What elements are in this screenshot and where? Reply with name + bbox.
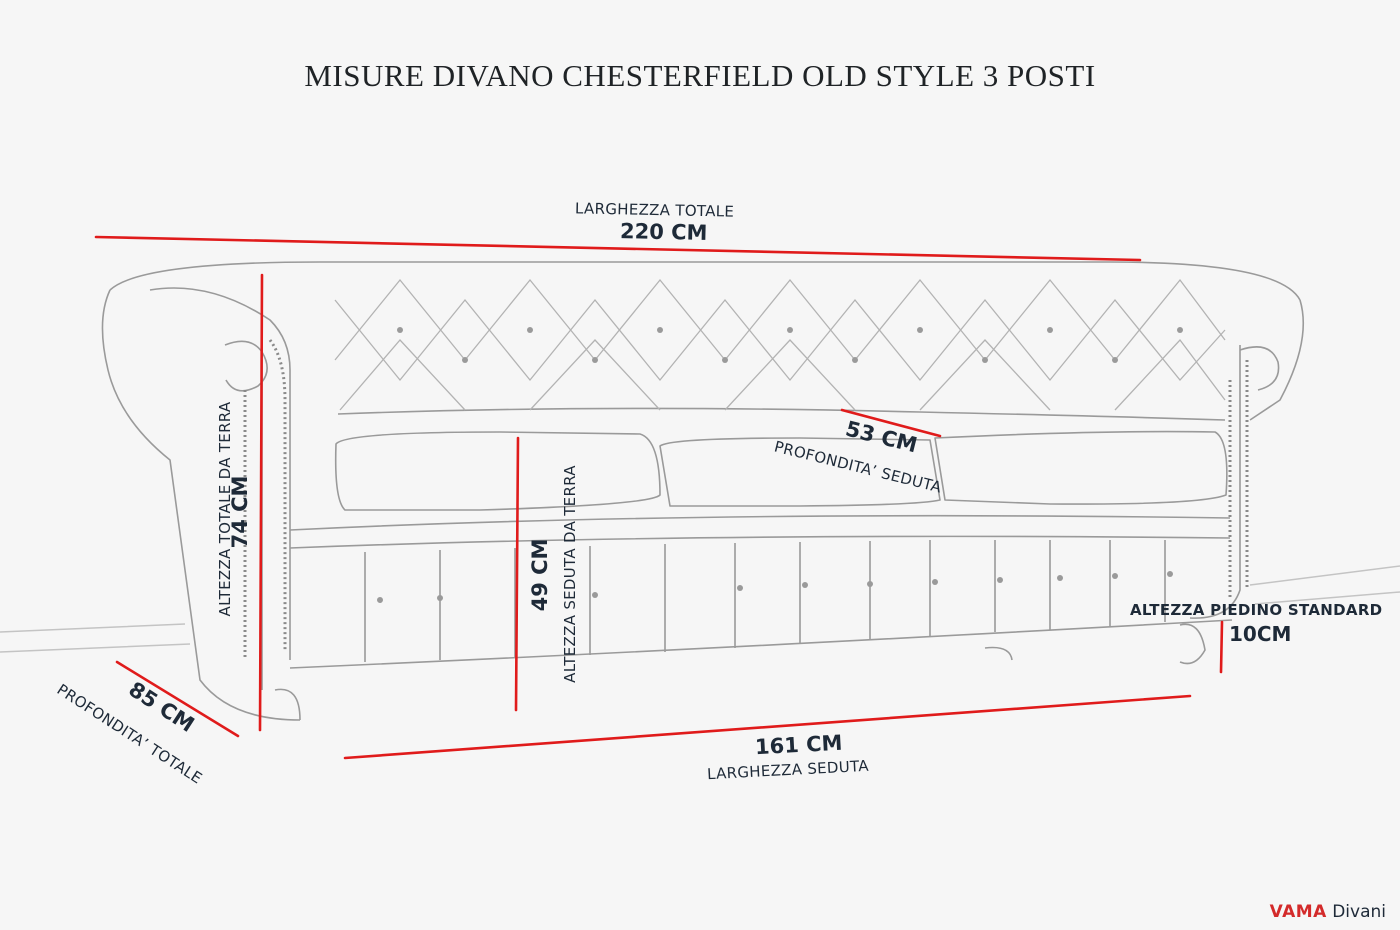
foot-height-line [1219, 620, 1224, 674]
seat-height-label: ALTEZZA SEDUTA DA TERRA [561, 465, 579, 683]
foot-height-label: ALTEZZA PIEDINO STANDARD [1130, 601, 1383, 619]
seat-width-value: 161 CM [754, 730, 844, 760]
total-width-line [94, 235, 1142, 262]
room-outline [0, 565, 1400, 653]
tufting-buttons [377, 327, 1183, 603]
foot-height-value: 10CM [1229, 622, 1292, 646]
sofa-sketch [101, 261, 1305, 721]
measurement-lines [94, 235, 1224, 760]
seat-height-line [514, 436, 520, 712]
seat-width-line [343, 694, 1192, 760]
brand-suffix: Divani [1332, 902, 1386, 922]
seat-height-value: 49 CM [528, 538, 552, 612]
total-height-value: 74 CM [228, 475, 252, 549]
total-depth-line [115, 660, 240, 738]
nailhead-trim [243, 339, 1249, 660]
total-width-value: 220 CM [619, 219, 708, 245]
seat-depth-line [840, 408, 942, 438]
tufting-pattern [334, 278, 1226, 411]
brand-logo: VAMA Divani [1270, 902, 1386, 922]
total-width-label: LARGHEZZA TOTALE [574, 199, 735, 221]
total-height-line [258, 273, 264, 732]
page-title: MISURE DIVANO CHESTERFIELD OLD STYLE 3 P… [304, 58, 1096, 93]
brand-name: VAMA [1269, 902, 1327, 922]
